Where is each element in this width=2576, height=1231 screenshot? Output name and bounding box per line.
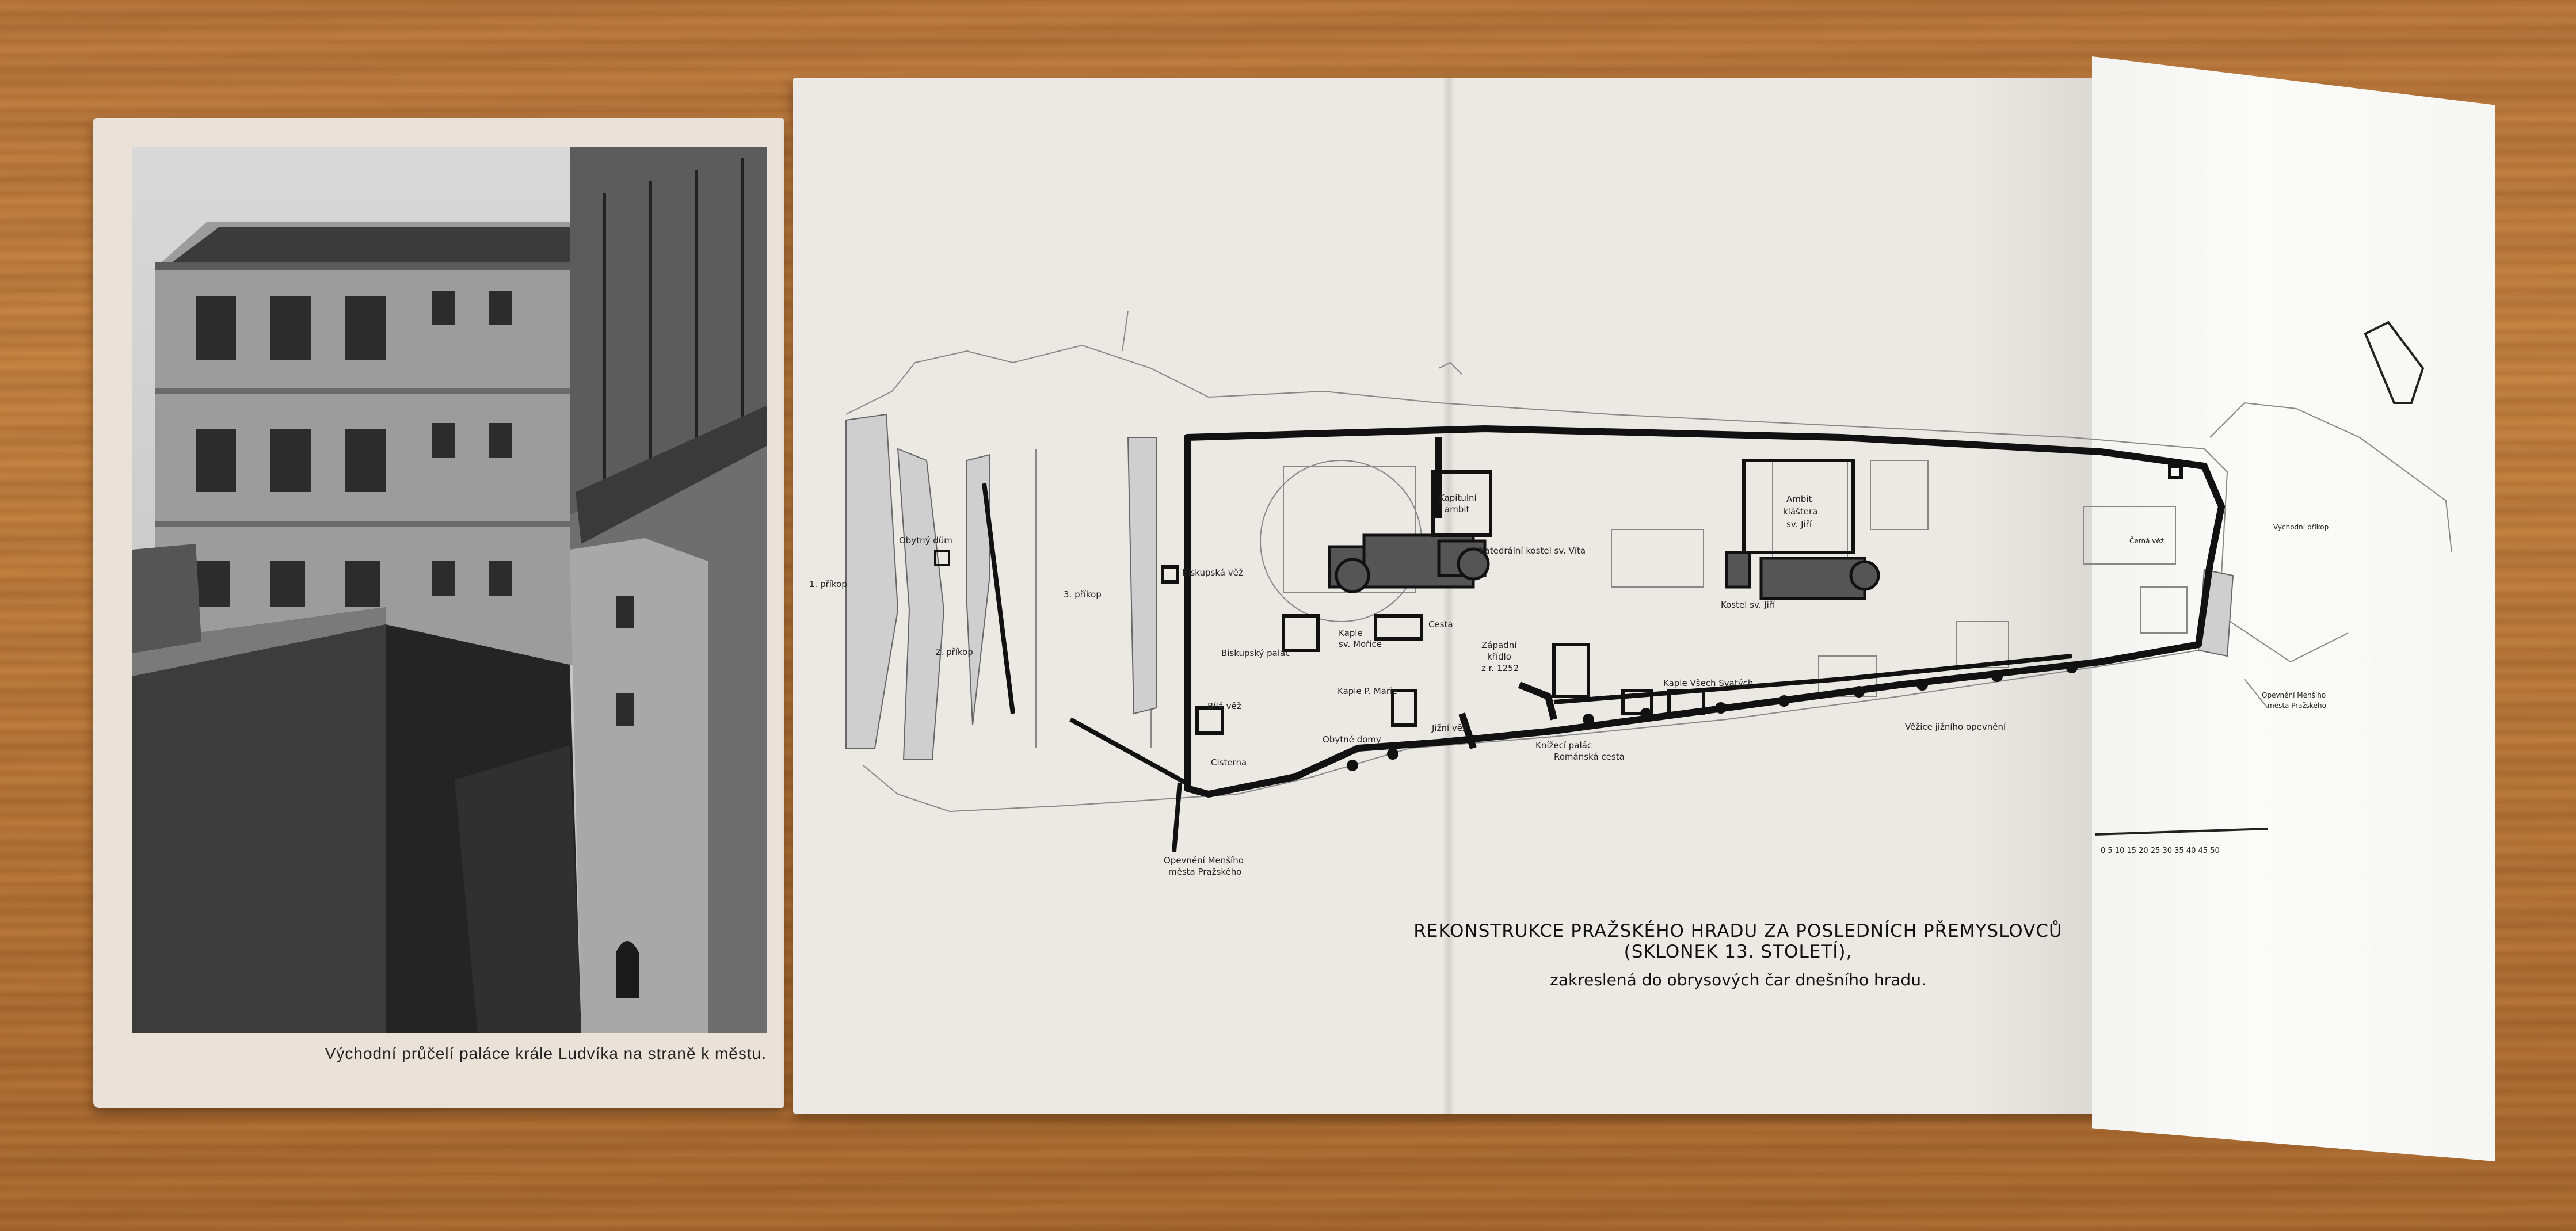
sheet-fold [1442,78,1455,1114]
label-prikop2: 2. příkop [935,647,973,657]
label-kaple-moric-1: Kaple [1339,628,1363,638]
label-ambit-1: Ambit [1786,494,1812,504]
label-knizeci-palac: Knížecí palác [1535,740,1592,750]
sheet-shade [1967,78,2117,1114]
label-romanska-cesta: Románská cesta [1554,752,1625,762]
label-opevneni-1: Opevnění Menšího [1164,855,1244,866]
label-kapitulni-1: Kapitulní [1439,493,1477,503]
label-kaple-svatych: Kaple Všech Svatých [1663,678,1753,688]
label-prikop3: 3. příkop [1064,589,1102,600]
label-zapadni-3: z r. 1252 [1481,663,1519,673]
label-biskupska-vez: Biskupská věž [1182,567,1243,578]
label-obytne-domy: Obytné domy [1323,734,1381,745]
label-ambit-3: sv. Jiří [1786,519,1812,529]
label-vezice: Věžice jižního opevnění [1905,722,2006,732]
label-katedralni: Katedrální kostel sv. Víta [1479,546,1586,556]
label-opevneni-mensiho-1: Opevnění Menšího [2262,691,2326,699]
label-zapadni-2: křídlo [1487,651,1511,662]
label-cerna-vez: Černá věž [2129,536,2164,545]
label-kaple-moric-2: sv. Mořice [1339,639,1382,649]
label-zapadni-1: Západní [1481,640,1517,650]
label-obytny-dum: Obytný dům [899,535,952,546]
label-kapitulni-2: ambit [1445,504,1469,514]
label-kostel-jiri: Kostel sv. Jiří [1721,600,1775,610]
label-opevneni-mensiho-2: města Pražského [2268,702,2326,710]
label-ambit-2: kláštera [1783,506,1817,517]
label-cesta: Cesta [1428,619,1453,630]
label-bila-vez: Bílá věž [1207,701,1241,711]
map-title: REKONSTRUKCE PRAŽSKÉHO HRADU ZA POSLEDNÍ… [1413,921,2063,962]
left-page: Východní průčelí paláce krále Ludvíka na… [93,118,784,1108]
photo-caption: Východní průčelí paláce krále Ludvíka na… [325,1045,767,1062]
foldout-panel [2092,56,2495,1161]
label-vychodni-prikop: Východní příkop [2273,523,2329,531]
label-prikop1: 1. příkop [809,579,847,589]
map-scale: 0 5 10 15 20 25 30 35 40 45 50 [2101,847,2220,855]
map-subtitle: zakreslená do obrysových čar dnešního hr… [1550,970,1926,989]
map-title-block: REKONSTRUKCE PRAŽSKÉHO HRADU ZA POSLEDNÍ… [1393,921,2083,989]
label-jizni-vez: Jižní věž [1431,723,1467,733]
map-sheet [793,78,2117,1114]
label-kaple-maria: Kaple P. Marie [1337,686,1397,696]
label-biskupsky-palac: Biskupský palác [1221,648,1290,658]
castle-photograph [132,147,767,1033]
label-opevneni-2: města Pražského [1168,867,1241,877]
label-cisterna: Cisterna [1211,757,1247,768]
